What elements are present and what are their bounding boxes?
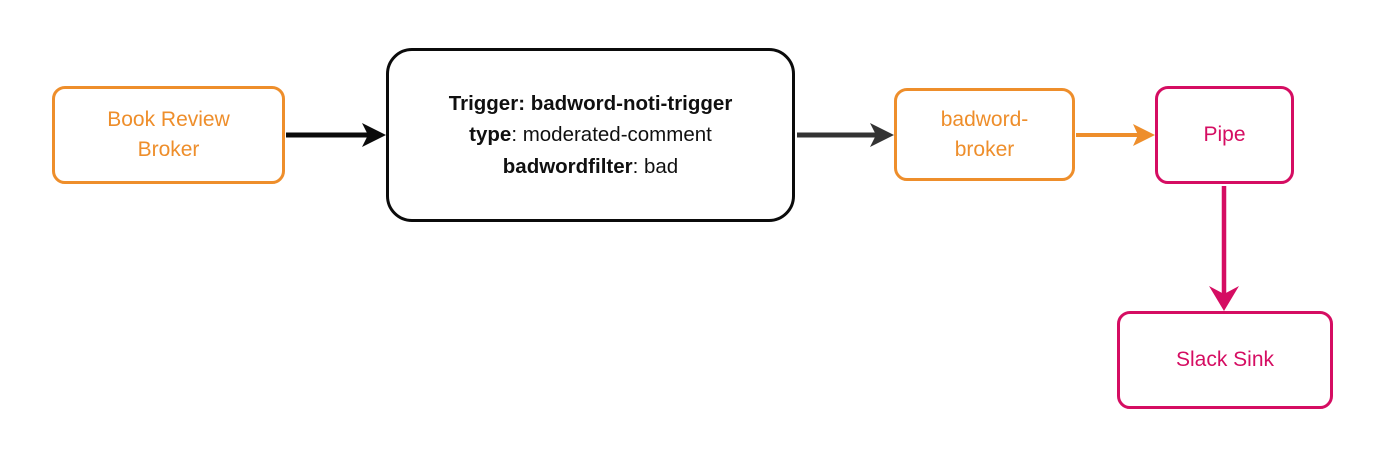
trigger-row-name-key: Trigger: bbox=[448, 92, 526, 116]
node-book-review-broker-label: Book Review Broker bbox=[107, 105, 230, 165]
label-line-1: badword- bbox=[940, 107, 1029, 131]
trigger-detail-list: Trigger: badword-noti-trigger type: mode… bbox=[435, 88, 747, 181]
trigger-row-badwordfilter: badwordfilter: bad bbox=[449, 151, 733, 182]
arrowhead-icon bbox=[362, 123, 386, 147]
trigger-row-type-key: type bbox=[469, 123, 512, 147]
arrowhead-icon bbox=[870, 123, 894, 147]
node-badword-broker-label: badword- broker bbox=[941, 105, 1029, 165]
node-book-review-broker[interactable]: Book Review Broker bbox=[52, 86, 285, 184]
label-line-2: broker bbox=[954, 137, 1015, 161]
edge-broker-to-pipe bbox=[1076, 124, 1155, 146]
label-line-1: Book Review bbox=[107, 108, 230, 132]
edge-trigger-to-broker bbox=[797, 123, 894, 147]
node-badword-noti-trigger[interactable]: Trigger: badword-noti-trigger type: mode… bbox=[386, 48, 795, 222]
node-slack-sink-label: Slack Sink bbox=[1175, 348, 1275, 372]
trigger-row-badwordfilter-value: : bad bbox=[632, 154, 679, 178]
trigger-row-type: type: moderated-comment bbox=[449, 119, 733, 150]
node-pipe-label: Pipe bbox=[1203, 123, 1246, 147]
trigger-row-type-value: : moderated-comment bbox=[511, 123, 712, 147]
trigger-row-badwordfilter-key: badwordfilter bbox=[502, 154, 633, 178]
edge-pipe-to-sink bbox=[1209, 186, 1239, 311]
trigger-row-name-value: badword-noti-trigger bbox=[530, 92, 733, 116]
arrowhead-icon bbox=[1133, 124, 1155, 146]
arrowhead-icon bbox=[1209, 286, 1239, 311]
node-badword-broker[interactable]: badword- broker bbox=[894, 88, 1075, 181]
label-line-2: Broker bbox=[137, 138, 200, 161]
node-pipe[interactable]: Pipe bbox=[1155, 86, 1294, 184]
node-slack-sink[interactable]: Slack Sink bbox=[1117, 311, 1333, 409]
trigger-row-name: Trigger: badword-noti-trigger bbox=[449, 88, 733, 119]
edge-source-to-trigger bbox=[286, 123, 386, 147]
